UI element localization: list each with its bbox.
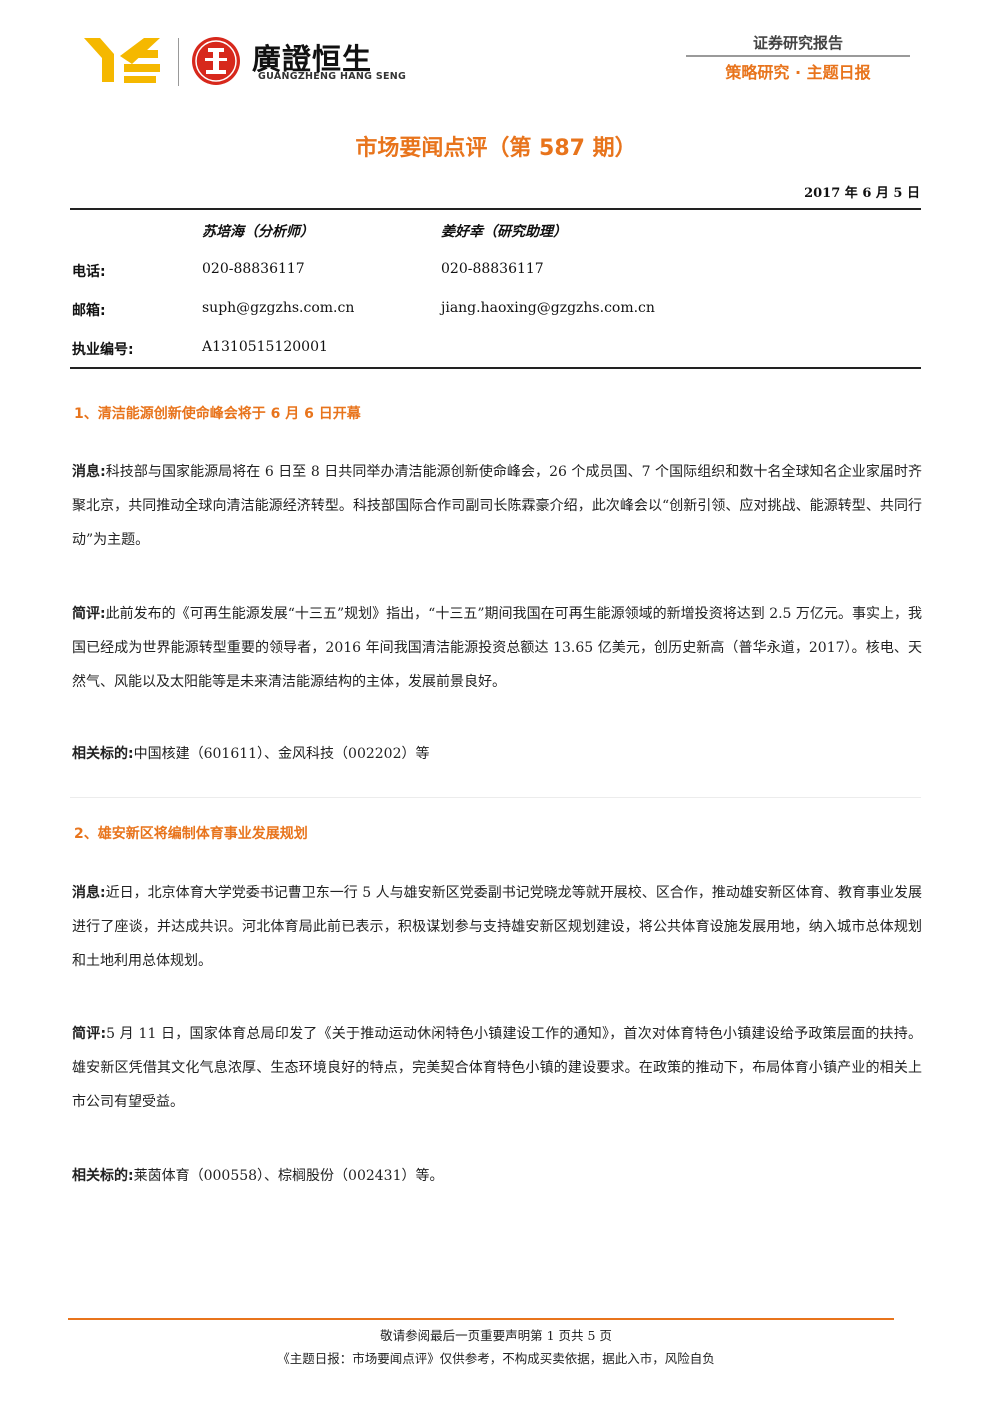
- table-bottom-rule: [70, 367, 921, 369]
- related-text: 中国核建（601611）、金风科技（002202）等: [133, 746, 430, 762]
- comment-text: 5 月 11 日，国家体育总局印发了《关于推动运动休闲特色小镇建设工作的通知》，…: [72, 1026, 922, 1110]
- section-2-comment: 简评:5 月 11 日，国家体育总局印发了《关于推动运动休闲特色小镇建设工作的通…: [72, 1017, 922, 1119]
- related-label: 相关标的:: [72, 1168, 134, 1184]
- related-text: 莱茵体育（000558）、棕榈股份（002431）等。: [133, 1168, 444, 1184]
- report-date: 2017 年 6 月 5 日: [804, 186, 920, 201]
- news-text: 科技部与国家能源局将在 6 日至 8 日共同举办清洁能源创新使命峰会，26 个成…: [72, 464, 922, 548]
- analyst-name: 苏培海（分析师）: [202, 224, 314, 240]
- assistant-name: 姜好幸（研究助理）: [441, 224, 567, 240]
- footer-rule: [68, 1318, 894, 1320]
- brand-name-en: GUANGZHENG HANG SENG: [258, 71, 407, 82]
- logo-separator: [178, 38, 179, 86]
- section-1-title: 1、清洁能源创新使命峰会将于 6 月 6 日开幕: [74, 406, 361, 422]
- footer-disclaimer-ref: 敬请参阅最后一页重要声明第 1 页共 5 页: [380, 1328, 612, 1343]
- assistant-email: jiang.haoxing@gzgzhs.com.cn: [441, 300, 655, 316]
- table-top-rule: [70, 208, 921, 210]
- email-label: 邮箱:: [72, 303, 106, 319]
- comment-text: 此前发布的《可再生能源发展“十三五”规划》指出，“十三五”期间我国在可再生能源领…: [72, 606, 922, 690]
- page-title: 市场要闻点评（第 587 期）: [355, 136, 637, 161]
- report-type: 证券研究报告: [752, 34, 843, 52]
- report-category: 策略研究 · 主题日报: [725, 63, 871, 82]
- news-text: 近日，北京体育大学党委书记曹卫东一行 5 人与雄安新区党委副书记党晓龙等就开展校…: [72, 885, 922, 969]
- section-1-related: 相关标的:中国核建（601611）、金风科技（002202）等: [72, 737, 922, 771]
- footer-notice: 《主题日报：市场要闻点评》仅供参考，不构成买卖依据，据此入市，风险自负: [277, 1351, 715, 1366]
- header-divider: [686, 55, 910, 57]
- brand-name-cn: 廣證恒生: [252, 42, 373, 76]
- license-label: 执业编号:: [72, 342, 134, 358]
- related-label: 相关标的:: [72, 746, 134, 762]
- guangzheng-logo-icon: [84, 38, 160, 83]
- assistant-phone: 020-88836117: [441, 261, 544, 277]
- section-1-news: 消息:科技部与国家能源局将在 6 日至 8 日共同举办清洁能源创新使命峰会，26…: [72, 455, 922, 557]
- comment-label: 简评:: [72, 1026, 107, 1042]
- section-2-title: 2、雄安新区将编制体育事业发展规划: [74, 826, 308, 842]
- section-2-news: 消息:近日，北京体育大学党委书记曹卫东一行 5 人与雄安新区党委副书记党晓龙等就…: [72, 876, 922, 978]
- analyst-license: A1310515120001: [202, 339, 328, 355]
- section-1-comment: 简评:此前发布的《可再生能源发展“十三五”规划》指出，“十三五”期间我国在可再生…: [72, 597, 922, 699]
- news-label: 消息:: [72, 464, 106, 480]
- comment-label: 简评:: [72, 606, 106, 622]
- section-divider: [70, 797, 921, 798]
- section-2-related: 相关标的:莱茵体育（000558）、棕榈股份（002431）等。: [72, 1159, 922, 1193]
- analyst-email: suph@gzgzhs.com.cn: [202, 300, 355, 316]
- analyst-phone: 020-88836117: [202, 261, 305, 277]
- news-label: 消息:: [72, 885, 106, 901]
- phone-label: 电话:: [72, 264, 106, 280]
- hang-seng-seal-icon: [192, 37, 240, 85]
